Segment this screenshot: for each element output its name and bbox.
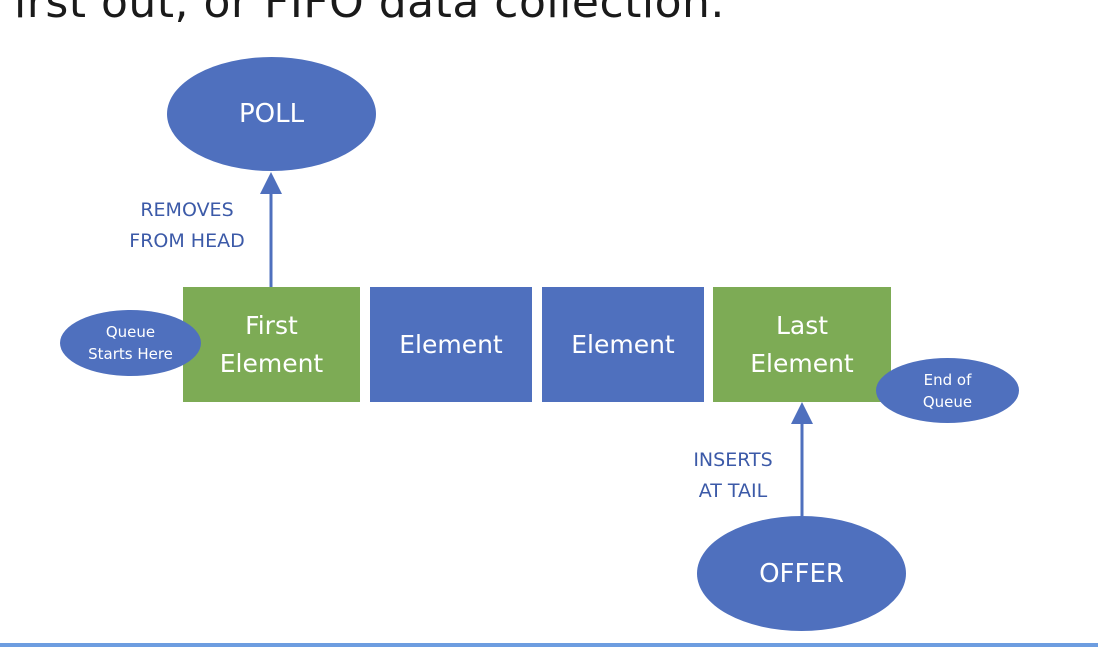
removes-from-head-label: REMOVES FROM HEAD [129, 199, 245, 252]
slide-heading: irst out, or FIFO data collection. [14, 0, 725, 28]
offer-arrow [791, 402, 813, 516]
poll-label: POLL [238, 99, 305, 129]
bottom-rule [0, 643, 1098, 647]
element-box-3: Element [542, 287, 704, 402]
queue-starts-here-ellipse: Queue Starts Here [60, 310, 201, 376]
poll-arrow-head [260, 172, 282, 194]
poll-ellipse: POLL [167, 57, 376, 171]
end-of-queue-ellipse: End of Queue [876, 358, 1019, 423]
last-element-box: Last Element [713, 287, 891, 402]
offer-ellipse: OFFER [697, 516, 906, 631]
inserts-at-tail-label: INSERTS AT TAIL [693, 449, 773, 502]
end-of-queue-label: End of Queue [922, 370, 973, 411]
offer-label: OFFER [759, 558, 844, 589]
first-element-box: First Element [183, 287, 360, 402]
poll-arrow [260, 172, 282, 287]
element-box-2: Element [370, 287, 532, 402]
offer-arrow-head [791, 402, 813, 424]
queue-starts-here-label: Queue Starts Here [88, 323, 173, 363]
